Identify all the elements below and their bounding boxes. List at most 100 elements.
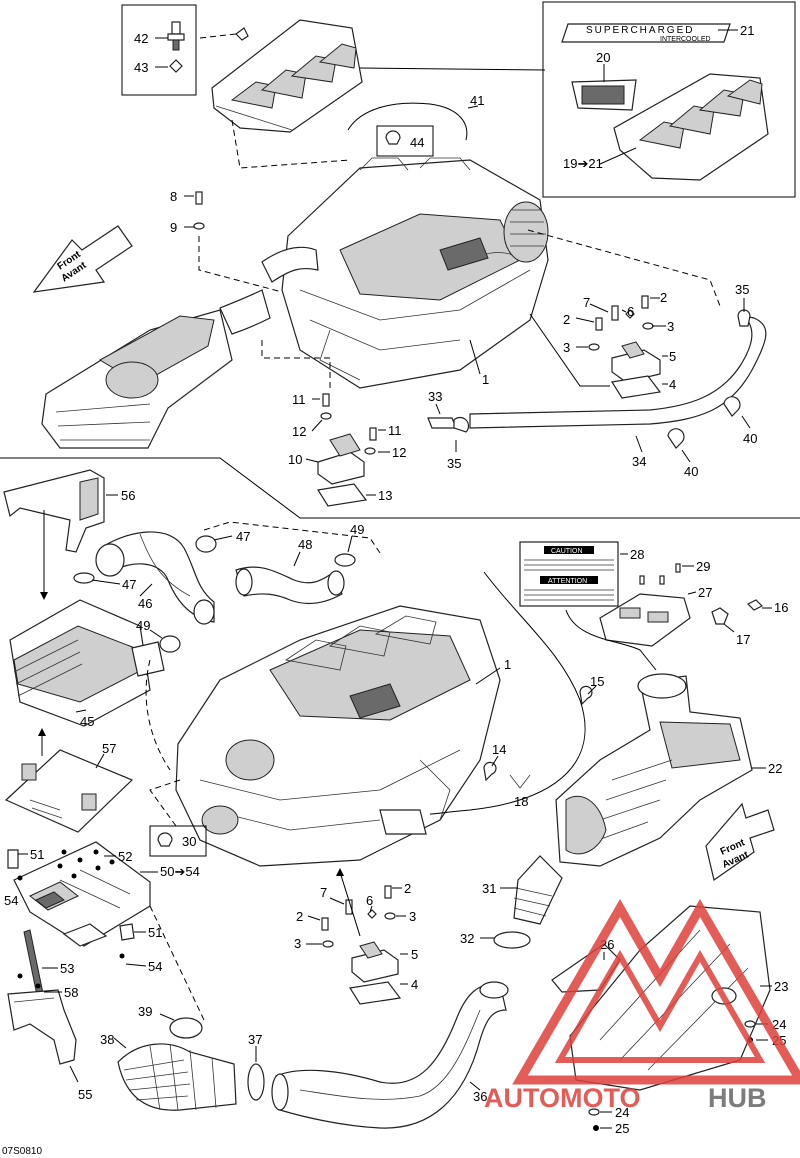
part-41-cable <box>347 102 468 141</box>
svg-text:SUPERCHARGED: SUPERCHARGED <box>586 25 694 36</box>
part-47-clamp-b <box>195 535 217 553</box>
engine-cover-upper <box>211 19 363 133</box>
callout-17: 17 <box>736 632 750 647</box>
callout-37: 37 <box>248 1032 262 1047</box>
part-58-fastener <box>35 983 41 989</box>
callout-47-b: 47 <box>236 529 250 544</box>
callout-56: 56 <box>121 488 135 503</box>
callout-36: 36 <box>473 1089 487 1104</box>
part-51-bracket-b <box>119 923 135 941</box>
part-39-clamp <box>169 1017 203 1039</box>
svg-text:AUTOMOTO: AUTOMOTO <box>484 1083 641 1113</box>
part-6-nut <box>625 309 635 319</box>
callout-2-upper-a: 2 <box>660 290 667 305</box>
engine-assembly-upper <box>281 157 549 389</box>
callout-51-a: 51 <box>30 847 44 862</box>
callout-2-lower-b: 2 <box>296 909 303 924</box>
part-36-duct <box>271 981 509 1129</box>
part-44-clamp <box>385 130 401 145</box>
callout-21: 21 <box>740 23 754 38</box>
part-6-nut-lower <box>367 909 377 919</box>
part-7-bolt <box>611 305 619 321</box>
part-55-bracket <box>7 989 77 1065</box>
callout-43: 43 <box>134 60 148 75</box>
section-separator <box>0 457 800 519</box>
callout-23: 23 <box>774 979 788 994</box>
callout-7-lower: 7 <box>320 885 327 900</box>
part-44-box <box>376 125 434 157</box>
callout-3-lower-b: 3 <box>294 936 301 951</box>
callout-31: 31 <box>482 881 496 896</box>
diagram-code: 07S0810 <box>2 1146 42 1157</box>
callout-35-upper: 35 <box>735 282 749 297</box>
part-11-bolt-a <box>322 393 330 407</box>
svg-text:ATTENTION: ATTENTION <box>548 578 587 585</box>
part-28-caution-decal: CAUTION ATTENTION <box>519 541 619 607</box>
part-34-hose <box>469 315 767 429</box>
callout-27: 27 <box>698 585 712 600</box>
engine-cover-supercharged <box>613 73 769 181</box>
air-intake-silencer-upper <box>41 246 319 449</box>
part-16-screw <box>746 599 764 611</box>
part-2-bolt-b <box>595 317 603 331</box>
part-46-duct <box>95 531 215 625</box>
part-49-clamp-b <box>159 635 181 653</box>
callout-49-b: 49 <box>136 618 150 633</box>
front-arrow-upper: Front Avant <box>32 225 133 293</box>
part-49-clamp-a <box>334 553 356 567</box>
callout-19-21: 19➔21 <box>563 156 603 171</box>
engine-assembly-lower <box>175 605 501 867</box>
part-9-washer <box>193 222 205 230</box>
callout-45: 45 <box>80 714 94 729</box>
callout-5-upper: 5 <box>669 349 676 364</box>
callout-2-upper-b: 2 <box>563 312 570 327</box>
part-21-supercharged-decal: SUPERCHARGED INTERCOOLED <box>561 23 731 43</box>
callout-51-b: 51 <box>148 925 162 940</box>
callout-42: 42 <box>134 31 148 46</box>
part-2-bolt-lower-a <box>384 885 392 899</box>
part-43-nut <box>169 59 183 73</box>
part-33-fitting <box>427 417 457 429</box>
part-5-engine-mount-lower <box>351 941 399 983</box>
callout-40-b: 40 <box>684 464 698 479</box>
callout-24-a: 24 <box>772 1017 786 1032</box>
callout-6-lower: 6 <box>366 893 373 908</box>
callout-35-lower: 35 <box>447 456 461 471</box>
callout-14: 14 <box>492 742 506 757</box>
part-29-fastener <box>675 563 681 573</box>
fastener-c <box>17 973 23 979</box>
part-37-clamp <box>247 1063 265 1101</box>
callout-3-lower-a: 3 <box>409 909 416 924</box>
part-25-screw-b <box>593 1125 599 1131</box>
callout-54-a: 54 <box>4 893 18 908</box>
part-11-bolt-b <box>369 427 377 441</box>
part-2-bolt-a <box>641 295 649 309</box>
part-4-mount-plate-upper <box>611 375 662 399</box>
callout-33: 33 <box>428 389 442 404</box>
fastener-b <box>659 575 665 585</box>
supercharged-cover-box <box>542 1 796 198</box>
callout-12-b: 12 <box>392 445 406 460</box>
part-24-washer-a <box>744 1020 756 1028</box>
callout-9: 9 <box>170 220 177 235</box>
part-31-flex-duct <box>513 855 563 925</box>
part-48-duct <box>235 566 345 604</box>
part-20-warning-label <box>571 79 637 111</box>
part-17-grommet <box>711 607 729 625</box>
part-2-bolt-lower-b <box>321 917 329 931</box>
part-45-intercooler <box>9 599 165 727</box>
callout-8: 8 <box>170 189 177 204</box>
part-27-cover-plate <box>599 593 691 647</box>
svg-text:HUB: HUB <box>708 1083 767 1113</box>
callout-11-b: 11 <box>388 423 402 438</box>
callout-10: 10 <box>288 452 302 467</box>
part-51-bracket-a <box>7 849 19 869</box>
callout-53: 53 <box>60 961 74 976</box>
part-12-washer-a <box>320 412 332 420</box>
part-47-clamp-a <box>73 572 95 584</box>
part-35-clamp-upper <box>737 309 751 327</box>
callout-5-lower: 5 <box>411 947 418 962</box>
part-4-mount-plate-lower <box>349 981 402 1005</box>
fastener-small <box>235 27 249 41</box>
